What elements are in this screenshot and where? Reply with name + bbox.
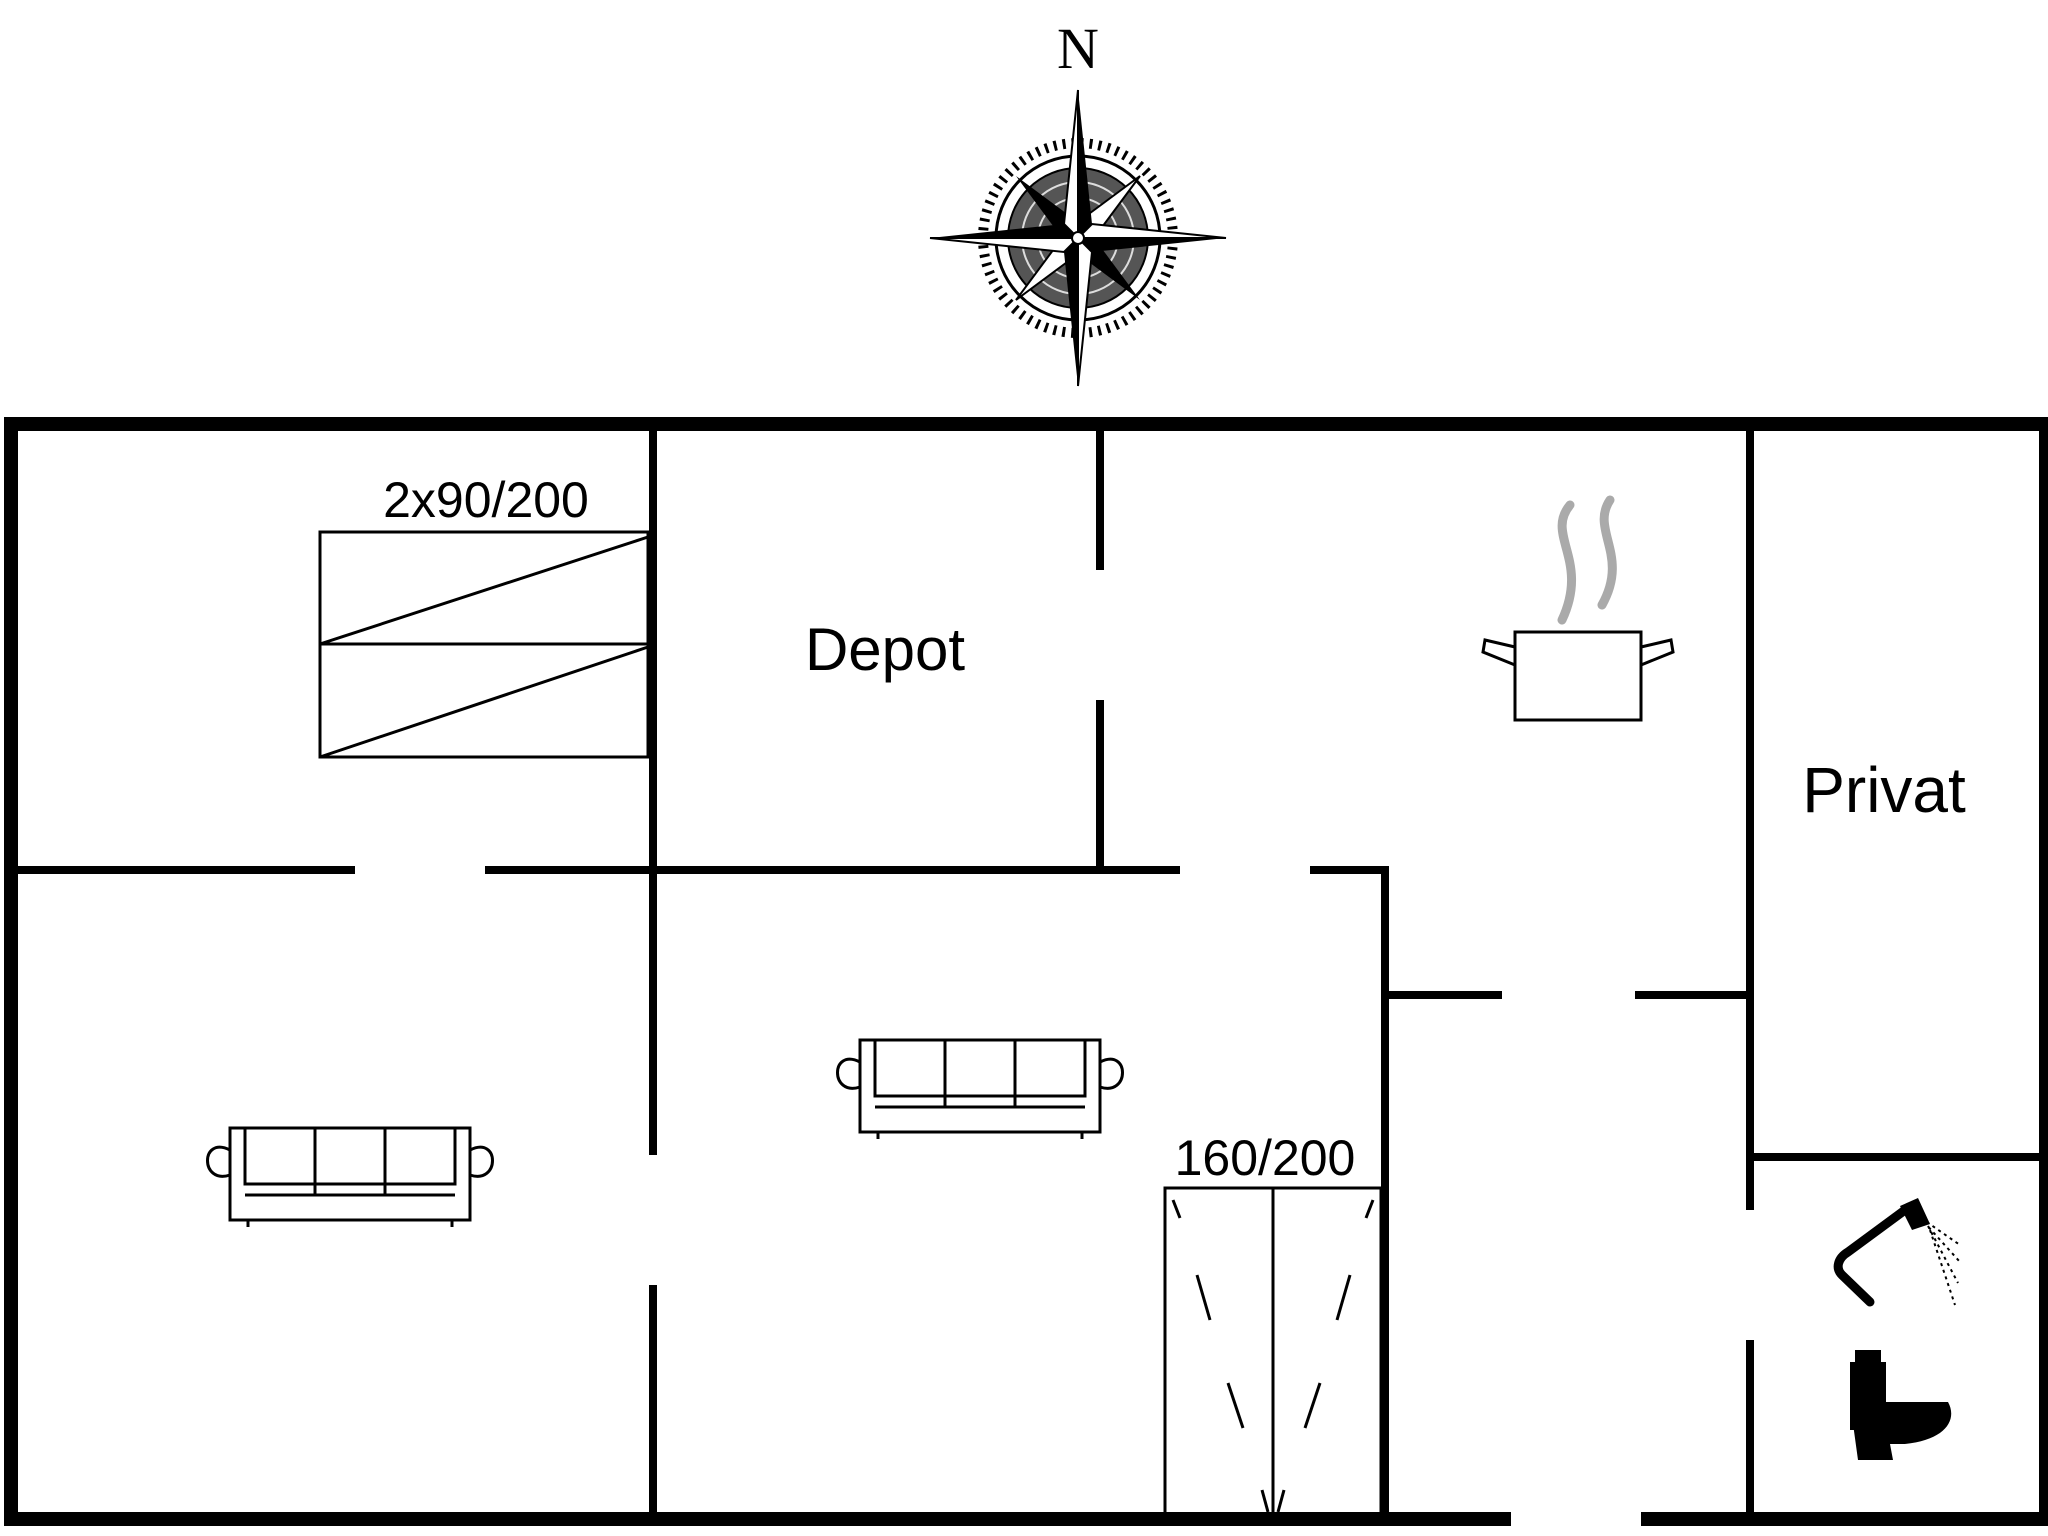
compass-north-label: N xyxy=(1057,16,1099,81)
sofa-icon xyxy=(836,1038,1124,1139)
twin-bed-size-label: 2x90/200 xyxy=(383,472,589,528)
room-label-depot: Depot xyxy=(805,616,965,683)
cooking-pot-icon xyxy=(1481,495,1675,722)
twin-beds xyxy=(318,530,650,759)
interior-walls xyxy=(11,424,2046,1527)
compass-rose-icon xyxy=(929,89,1227,387)
shower-icon xyxy=(1833,1198,1961,1307)
room-label-privat: Privat xyxy=(1802,754,1966,826)
toilet-icon xyxy=(1850,1350,1952,1460)
double-bed-size-label: 160/200 xyxy=(1175,1130,1356,1186)
sofa-icon xyxy=(206,1126,494,1227)
double-bed xyxy=(1163,1186,1383,1521)
outer-walls xyxy=(4,417,2048,1526)
